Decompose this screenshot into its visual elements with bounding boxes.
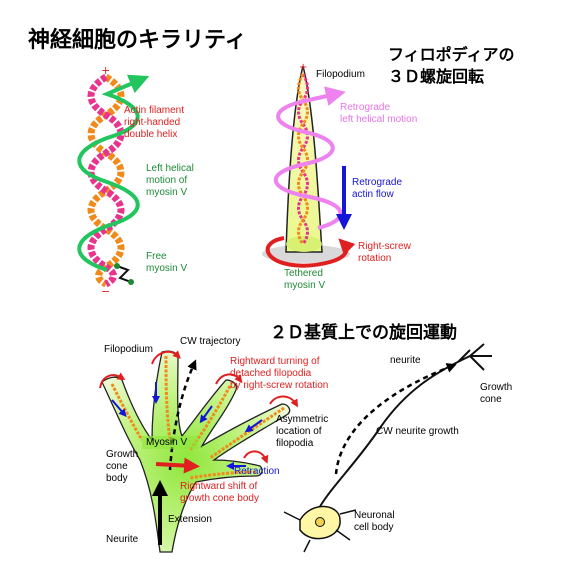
motion-panel-title: ２Ｄ基質上での旋回運動 <box>270 323 457 343</box>
svg-text:+: + <box>299 62 307 73</box>
myosin-left-helix-arrow <box>77 74 150 272</box>
extension-label: Extension <box>168 514 212 525</box>
myosin-motion-label: Left helical motion of myosin V <box>146 163 194 198</box>
cw-trajectory-label: CW trajectory <box>180 336 241 347</box>
filopodium-tip-label: Filopodium <box>316 69 365 80</box>
free-myosin-figure <box>114 263 134 285</box>
rightward-turn-arrows <box>99 350 299 464</box>
actin-filament-label: Actin filament right-handed double helix <box>124 105 185 140</box>
svg-text:−: − <box>101 285 110 298</box>
right-screw-label: Right-screw rotation <box>358 241 411 264</box>
cw-trajectory-arrow <box>168 359 197 471</box>
cw-neurite-growth-label: CW neurite growth <box>376 426 459 437</box>
asymmetric-location-label: Asymmetric location of filopodia <box>276 414 329 449</box>
myosin-v-label: Myosin V <box>146 437 188 448</box>
retraction-arrows <box>111 382 263 470</box>
filopodium-shaft: + <box>262 62 350 263</box>
rightward-shift-arrow <box>155 457 200 474</box>
cw-neurite-growth-arrow <box>334 363 457 475</box>
gc-filopodium-label: Filopodium <box>104 344 153 355</box>
neuronal-cell-body-label: Neuronal cell body <box>354 510 395 533</box>
retrograde-flow-label: Retrograde actin flow <box>352 177 403 200</box>
figure-title: 神経細胞のキラリティ <box>28 28 247 53</box>
filopodia-panel-title: フィロポディアの ３Ｄ螺旋回転 <box>388 45 515 86</box>
rightward-shift-label: Rightward shift of growth cone body <box>180 481 259 504</box>
actin-strand-pink <box>87 73 125 288</box>
svg-text:+: + <box>101 64 110 77</box>
growth-cone-body-label: Growth cone body <box>106 449 139 484</box>
neurite-label: neurite <box>390 355 421 366</box>
free-myosin-label: Free myosin V <box>146 251 188 274</box>
growth-cone-label: Growth cone <box>480 382 513 405</box>
myosin-box <box>142 436 198 449</box>
actin-double-helix: + − <box>87 64 125 298</box>
gc-neurite-label: Neurite <box>106 534 139 545</box>
neuron-cell <box>283 343 492 553</box>
tethered-myosin-label: Tethered myosin V <box>284 268 326 291</box>
rightward-turning-label: Rightward turning of detached filopodia … <box>230 356 329 391</box>
retrograde-left-label: Retrograde left helical motion <box>340 102 418 125</box>
right-screw-rotation-arrow <box>265 236 356 268</box>
retraction-label: Retraction <box>234 466 280 477</box>
retrograde-left-helix-arrow <box>273 86 346 230</box>
